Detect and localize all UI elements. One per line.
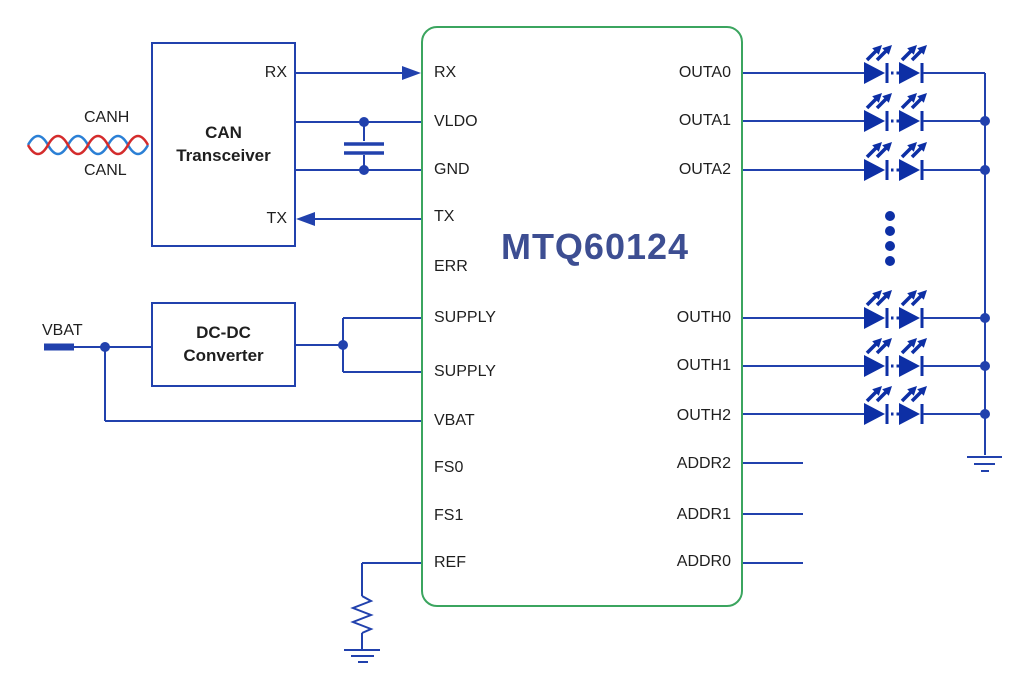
led-icon — [864, 142, 927, 181]
can-transceiver-title-line1: CAN — [205, 122, 242, 142]
chip-pin-rx: RX — [434, 64, 457, 81]
wire-gnd — [296, 165, 421, 175]
capacitor-icon — [344, 122, 384, 170]
wire-tx — [296, 212, 421, 226]
chip-pin-outh2: OUTH2 — [676, 407, 731, 424]
chip-pin-vbat: VBAT — [434, 412, 475, 429]
led-return-bus — [967, 73, 1002, 472]
chip-pin-outa0: OUTA0 — [678, 64, 731, 81]
chip-pin-addr0: ADDR0 — [676, 553, 731, 570]
resistor-icon — [350, 595, 374, 634]
dcdc-converter-block: DC-DC Converter — [151, 302, 296, 387]
wire-vbat-input — [44, 342, 421, 422]
wire-ref — [344, 562, 421, 663]
wire-outa2 — [743, 142, 990, 181]
chip-pin-outh0: OUTH0 — [676, 309, 731, 326]
chip-pin-outa2: OUTA2 — [678, 161, 731, 178]
wire-outa0 — [743, 45, 985, 84]
dcdc-title-line2: Converter — [183, 345, 264, 365]
wire-rx — [296, 66, 421, 80]
chip-pin-gnd: GND — [434, 161, 470, 178]
chip-pin-tx: TX — [434, 208, 455, 225]
chip-pin-addr1: ADDR1 — [676, 506, 731, 523]
wire-outh0 — [743, 290, 990, 329]
chip-pin-supply2: SUPPLY — [434, 363, 496, 380]
wire-outa1 — [743, 93, 990, 132]
can-transceiver-title-line2: Transceiver — [176, 145, 271, 165]
wire-outh1 — [743, 338, 990, 377]
signal-arrowhead — [296, 212, 315, 226]
chip-pin-outa1: OUTA1 — [678, 112, 731, 129]
can-transceiver-pin-tx: TX — [266, 210, 287, 227]
ground-icon — [967, 456, 1002, 472]
chip-name: MTQ60124 — [500, 226, 690, 267]
chip-pin-ref: REF — [434, 554, 466, 571]
dcdc-title-line1: DC-DC — [196, 322, 251, 342]
chip-pin-supply1: SUPPLY — [434, 309, 496, 326]
led-icon — [864, 290, 927, 329]
led-icon — [864, 45, 927, 84]
vertical-ellipsis — [885, 211, 895, 266]
chip-outline — [421, 26, 743, 607]
signal-arrowhead — [402, 66, 421, 80]
led-icon — [864, 386, 927, 425]
chip-pin-vldo: VLDO — [434, 113, 478, 130]
wire-supply-fork — [296, 317, 421, 373]
twisted-pair-icon — [26, 134, 150, 156]
chip-pin-fs0: FS0 — [434, 459, 464, 476]
ground-icon — [344, 649, 380, 663]
chip-pin-outh1: OUTH1 — [676, 357, 731, 374]
led-icon — [864, 338, 927, 377]
wire-vldo — [296, 117, 421, 127]
chip-pin-fs1: FS1 — [434, 507, 464, 524]
can-transceiver-pin-rx: RX — [264, 64, 287, 81]
canh-label: CANH — [84, 109, 130, 126]
can-transceiver-block: CAN Transceiver — [151, 42, 296, 247]
vbat-source-label: VBAT — [42, 322, 83, 339]
led-icon — [864, 93, 927, 132]
wire-outh2 — [743, 386, 990, 425]
canl-label: CANL — [84, 162, 127, 179]
chip-pin-addr2: ADDR2 — [676, 455, 731, 472]
chip-pin-err: ERR — [434, 258, 468, 275]
